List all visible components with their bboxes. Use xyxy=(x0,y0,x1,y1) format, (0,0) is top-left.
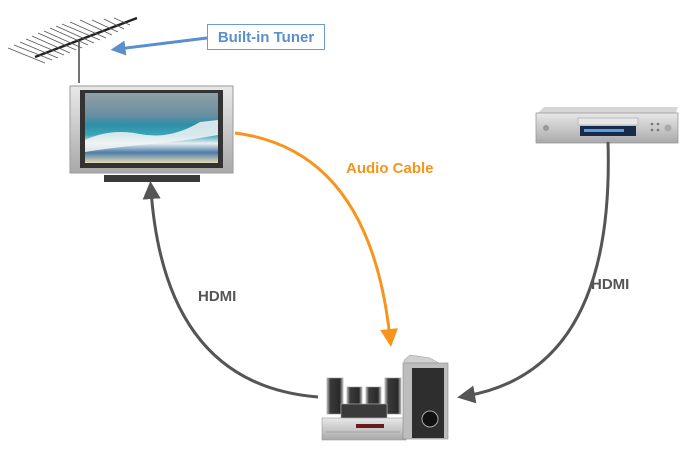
dvd-player-icon xyxy=(535,107,679,144)
tuner-label: Built-in Tuner xyxy=(217,28,315,46)
hdmi-left-label: HDMI xyxy=(198,288,237,305)
tuner-label-box: Built-in Tuner xyxy=(207,24,325,50)
hdmi-right-label: HDMI xyxy=(591,276,630,293)
tuner-arrow xyxy=(110,36,208,56)
audio-cable-label: Audio Cable xyxy=(346,160,434,177)
audio-cable-arrow xyxy=(234,131,398,347)
tv-icon xyxy=(69,85,234,182)
hdmi-left-arrow xyxy=(142,181,319,399)
home-theater-icon xyxy=(321,354,449,441)
antenna-icon xyxy=(7,16,138,83)
hdmi-right-arrow xyxy=(457,141,610,404)
